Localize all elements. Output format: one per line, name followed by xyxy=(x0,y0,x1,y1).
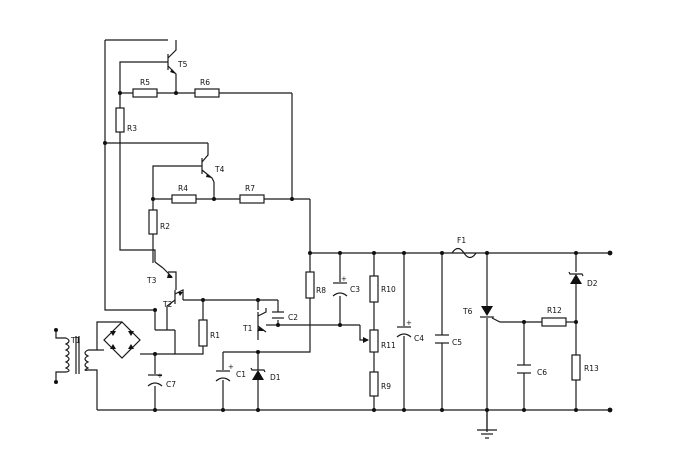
label-r9: R9 xyxy=(381,382,391,391)
label-c3-plus: + xyxy=(341,275,347,283)
label-r11: R11 xyxy=(381,341,396,350)
resistor-r3 xyxy=(115,107,125,133)
resistor-r2 xyxy=(148,209,158,235)
bridge-rectifier-icon xyxy=(103,321,141,359)
label-c1: C1 xyxy=(236,370,246,379)
label-r1: R1 xyxy=(210,331,220,340)
label-r10: R10 xyxy=(381,285,396,294)
label-t5: T5 xyxy=(177,60,188,69)
label-r6: R6 xyxy=(200,78,210,87)
label-c5: C5 xyxy=(452,338,462,347)
label-r8: R8 xyxy=(316,286,326,295)
transistors xyxy=(154,40,278,333)
transistor-t4-icon xyxy=(201,143,215,183)
resistor-r11 xyxy=(369,329,379,353)
transistor-t2-icon xyxy=(166,286,184,330)
thyristor-t6-icon xyxy=(481,306,493,316)
label-t3: T3 xyxy=(146,276,157,285)
label-r4: R4 xyxy=(178,184,188,193)
resistor-r6 xyxy=(194,88,220,98)
label-d2: D2 xyxy=(587,279,598,288)
label-c6: C6 xyxy=(537,368,547,377)
diode-d1-icon xyxy=(252,370,264,380)
label-c7: C7 xyxy=(166,380,176,389)
resistor-r10 xyxy=(369,275,379,303)
label-c4-plus: + xyxy=(406,319,412,327)
label-c7-plus: + xyxy=(157,372,163,380)
resistor-r7 xyxy=(239,194,265,204)
resistor-r4 xyxy=(171,194,197,204)
label-t4: T4 xyxy=(214,165,225,174)
label-r2: R2 xyxy=(160,222,170,231)
label-f1: F1 xyxy=(457,236,466,245)
transformer-t1-icon xyxy=(64,336,90,374)
label-r7: R7 xyxy=(245,184,255,193)
diode-d2-icon xyxy=(570,274,582,284)
transistor-t5-icon xyxy=(167,40,177,80)
fuse-f1-icon xyxy=(451,247,477,259)
transistor-t1-icon xyxy=(257,308,278,333)
junction-dots xyxy=(54,91,613,413)
label-r5: R5 xyxy=(140,78,150,87)
resistor-r5 xyxy=(132,88,158,98)
resistor-r1 xyxy=(198,319,208,347)
label-r12: R12 xyxy=(547,306,562,315)
diodes xyxy=(103,247,584,380)
capacitors xyxy=(147,282,531,387)
label-c1-plus: + xyxy=(228,363,234,371)
resistor-r12 xyxy=(541,317,567,327)
transistor-t3-icon xyxy=(154,261,177,286)
resistor-r13 xyxy=(571,354,581,381)
label-t2: T2 xyxy=(162,300,173,309)
label-c2: C2 xyxy=(288,313,298,322)
resistor-r8 xyxy=(305,271,315,299)
label-c4: C4 xyxy=(414,334,424,343)
label-t1: T1 xyxy=(242,324,253,333)
label-r13: R13 xyxy=(584,364,599,373)
label-d1: D1 xyxy=(270,373,281,382)
label-t1-transformer: T1 xyxy=(70,336,81,345)
potentiometer-wiper-icon xyxy=(363,337,369,343)
component-labels: T5 R5 R6 R3 T4 R4 R7 R2 T3 T2 R1 T1 C2 R… xyxy=(70,60,599,391)
label-r3: R3 xyxy=(127,124,137,133)
ground-icon xyxy=(477,429,497,439)
label-c3: C3 xyxy=(350,285,360,294)
resistor-r9 xyxy=(369,371,379,397)
resistors xyxy=(115,88,581,397)
label-t6: T6 xyxy=(462,307,473,316)
